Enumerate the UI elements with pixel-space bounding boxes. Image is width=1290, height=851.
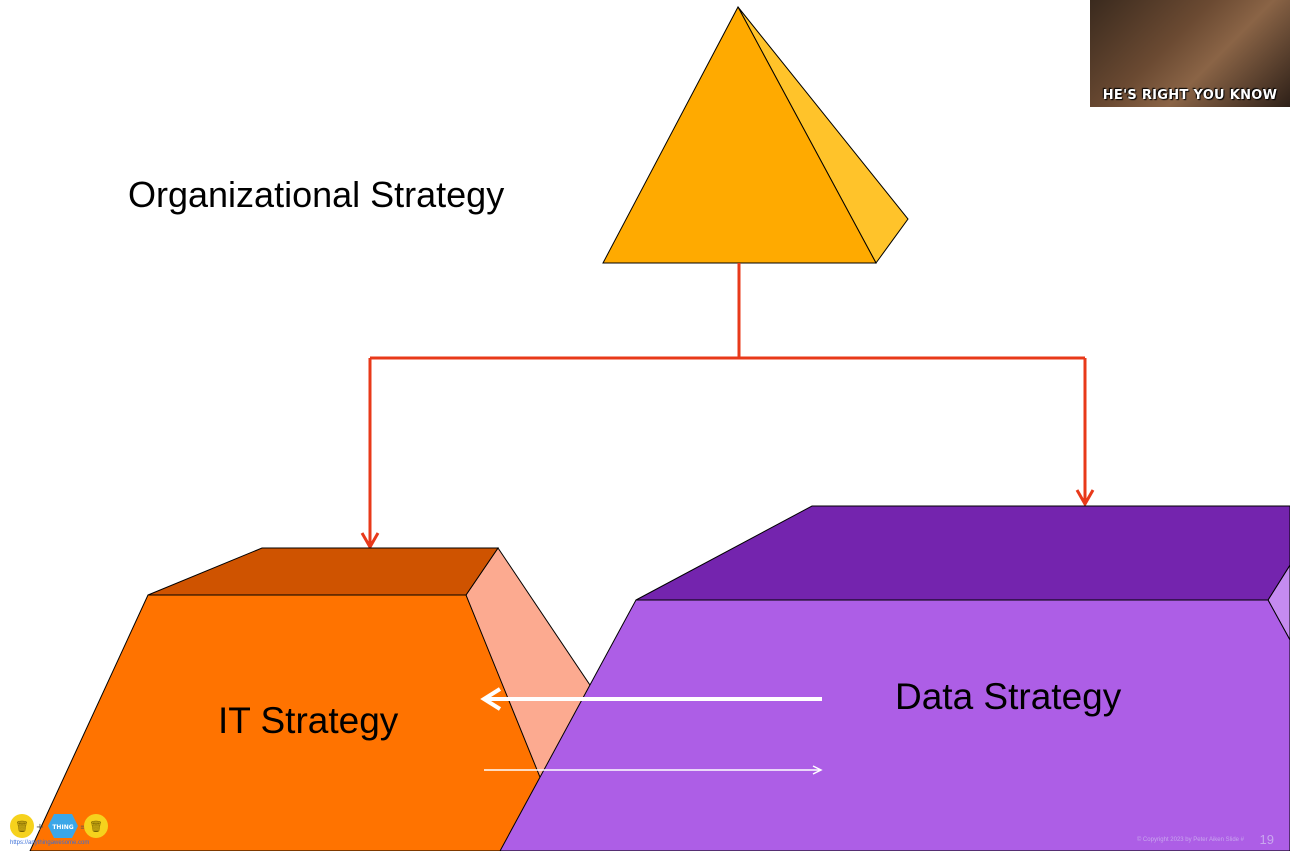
meme-image: HE'S RIGHT YOU KNOW [1090, 0, 1290, 107]
data-it-arrows [480, 687, 823, 775]
white-arrow-left-head [480, 687, 502, 711]
svg-text:=: = [80, 822, 88, 833]
footer-url-link[interactable]: https://anythingawesome.com [10, 840, 90, 846]
meme-caption: HE'S RIGHT YOU KNOW [1102, 88, 1278, 103]
arrowhead-left [360, 532, 380, 551]
connector-lines [360, 263, 1095, 551]
trash-left-icon [10, 814, 34, 838]
data-strategy-block [499, 505, 1290, 851]
it-strategy-label: IT Strategy [218, 700, 399, 741]
it-front-face [29, 594, 571, 851]
svg-text:🗑: 🗑 [15, 820, 29, 833]
footer-logo-icons: 🗑 + = 🗑 [10, 814, 108, 838]
slide-number: 19 [1259, 832, 1274, 847]
arrowhead-right [1075, 489, 1095, 508]
svg-text:🗑: 🗑 [89, 820, 103, 833]
white-arrow-right-head [812, 765, 823, 775]
it-top-face [147, 547, 499, 596]
footer-copyright: © Copyright 2023 by Peter Aiken Slide # [1136, 837, 1244, 843]
trash-right-icon [84, 814, 108, 838]
thing-hexagon-icon [48, 814, 78, 838]
footer-logo-thing-text: THING [52, 824, 73, 831]
svg-text:+: + [36, 822, 44, 833]
organizational-strategy-pyramid [602, 5, 909, 264]
data-front-face [499, 599, 1290, 851]
data-strategy-label: Data Strategy [895, 676, 1122, 717]
data-top-face [635, 505, 1290, 601]
organizational-strategy-label: Organizational Strategy [128, 174, 505, 215]
